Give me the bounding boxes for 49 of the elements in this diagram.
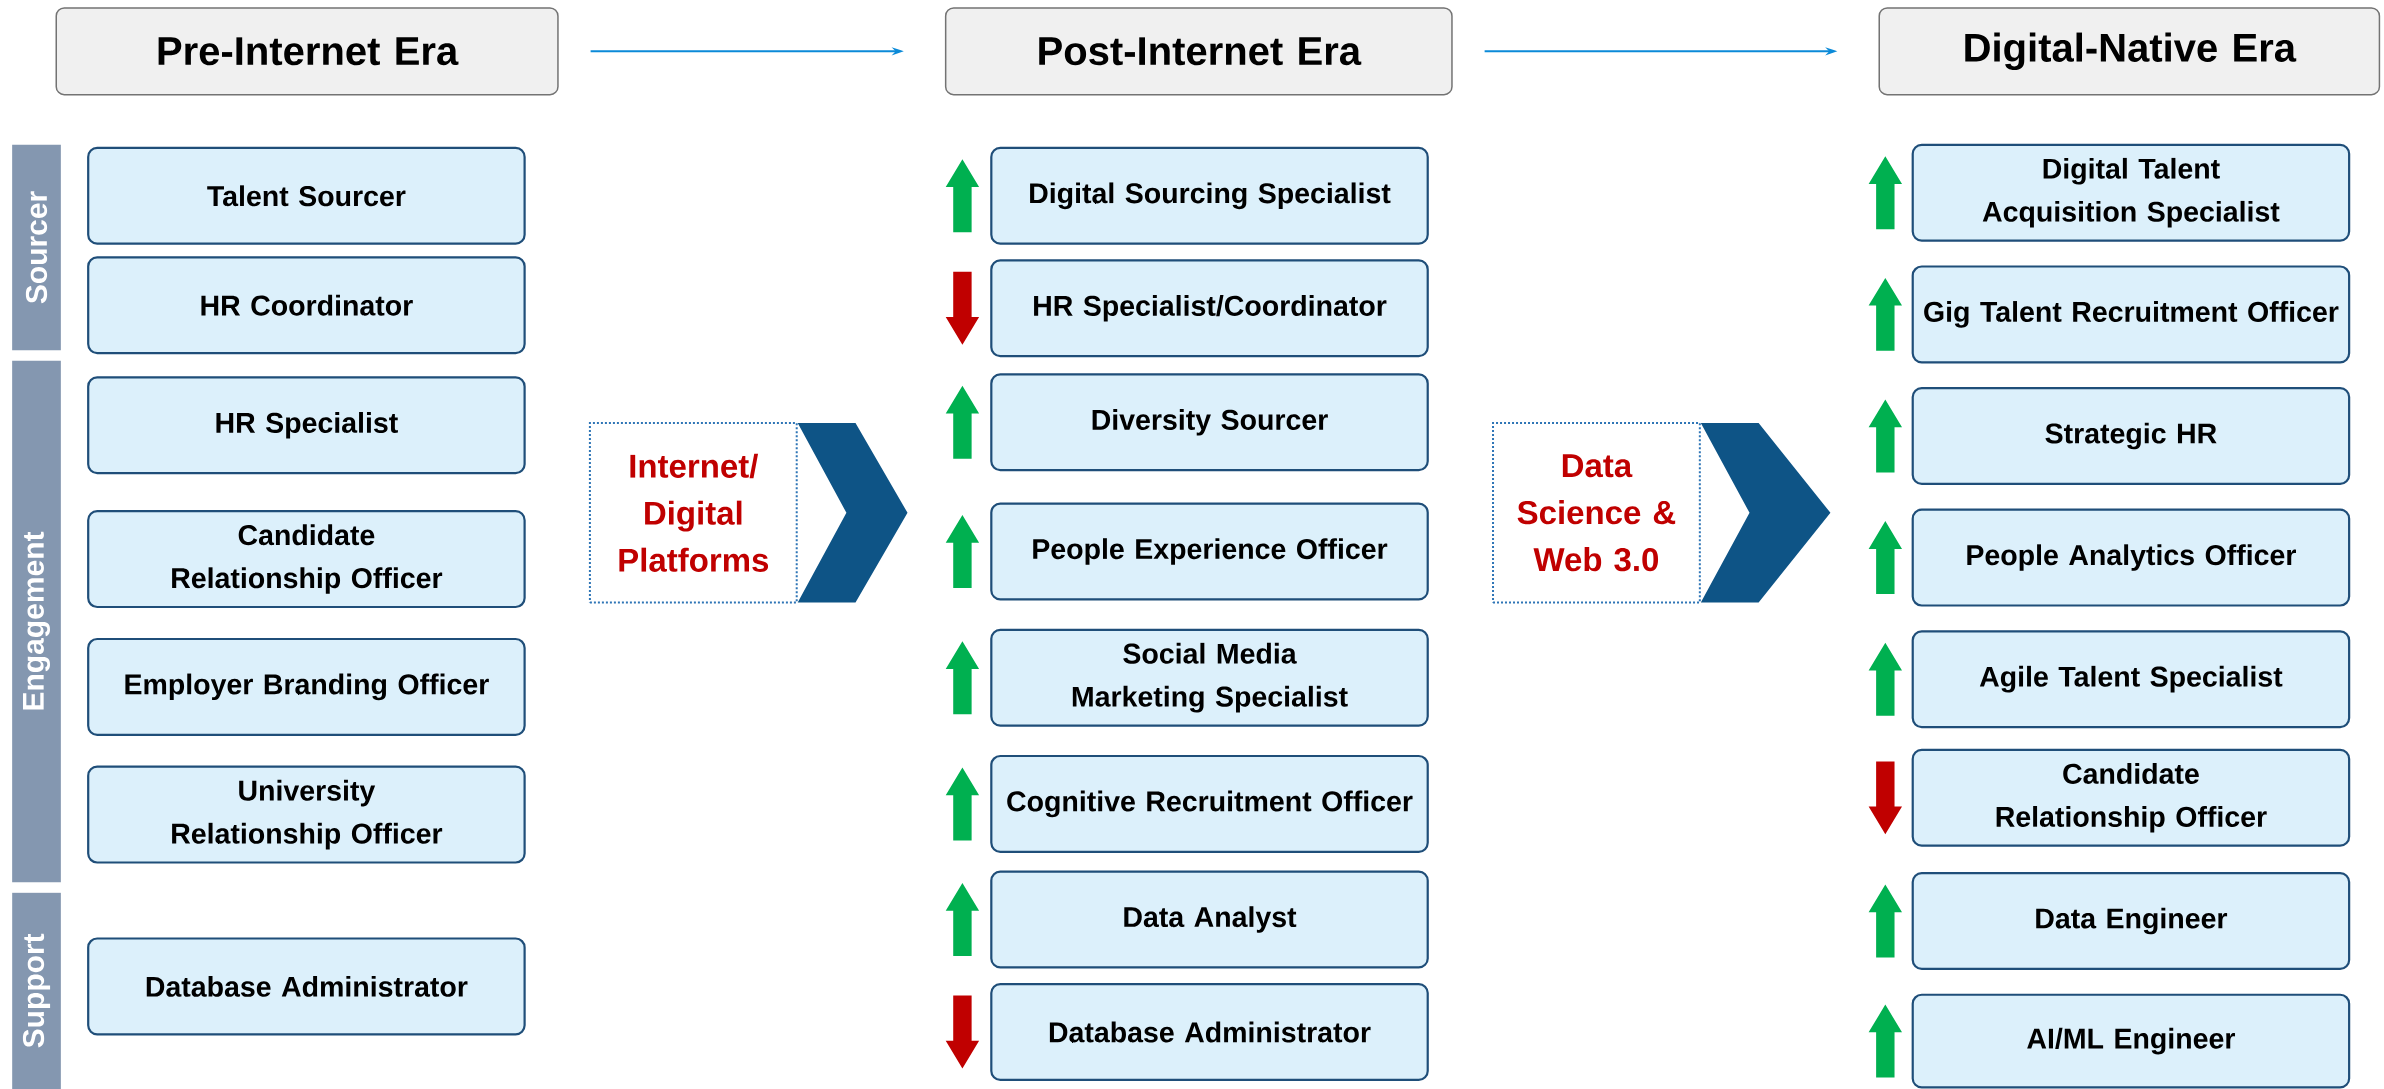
up-arrow-icon: [1868, 156, 1903, 230]
down-arrow-icon: [945, 995, 980, 1069]
role-box: Database Administrator: [87, 937, 526, 1036]
up-arrow-icon: [1868, 642, 1903, 716]
role-box: HR Coordinator: [87, 256, 526, 355]
down-arrow-icon: [945, 271, 980, 345]
up-arrow-icon: [945, 767, 980, 841]
transition-box: Data Science & Web 3.0: [1492, 422, 1701, 604]
down-arrow-icon: [1868, 761, 1903, 835]
role-box: HR Specialist/Coordinator: [990, 259, 1429, 358]
up-arrow-icon: [945, 515, 980, 588]
up-arrow-icon: [1868, 884, 1903, 958]
category-band: Engagement: [12, 360, 61, 883]
role-box: Cognitive Recruitment Officer: [990, 754, 1429, 853]
era-header-box: Post-Internet Era: [944, 7, 1453, 96]
up-arrow-icon: [945, 641, 980, 715]
role-box: Data Engineer: [1911, 872, 2351, 970]
category-band: Sourcer: [12, 144, 61, 351]
role-box: Candidate Relationship Officer: [1911, 748, 2351, 847]
chevron-arrow: [1700, 423, 1831, 603]
role-box: Data Analyst: [990, 870, 1429, 969]
role-box: Gig Talent Recruitment Officer: [1911, 265, 2351, 364]
up-arrow-icon: [1868, 399, 1903, 473]
role-box: Digital Sourcing Specialist: [990, 146, 1429, 245]
role-box: AI/ML Engineer: [1911, 993, 2351, 1089]
role-box: University Relationship Officer: [87, 765, 526, 864]
up-arrow-icon: [945, 159, 980, 233]
role-box: Talent Sourcer: [87, 146, 526, 245]
role-box: Employer Branding Officer: [87, 637, 526, 736]
up-arrow-icon: [945, 385, 980, 459]
role-box: Strategic HR: [1911, 387, 2351, 485]
role-box: HR Specialist: [87, 376, 526, 475]
role-box: Agile Talent Specialist: [1911, 630, 2351, 729]
role-box: People Experience Officer: [990, 502, 1429, 601]
transition-box: Internet/ Digital Platforms: [588, 422, 798, 604]
chevron-arrow: [797, 423, 908, 603]
era-header-box: Pre-Internet Era: [55, 7, 559, 96]
up-arrow-icon: [1868, 521, 1903, 595]
up-arrow-icon: [1868, 277, 1903, 351]
role-box: Database Administrator: [990, 983, 1429, 1081]
role-box: Candidate Relationship Officer: [87, 510, 526, 609]
era-header-box: Digital-Native Era: [1878, 7, 2381, 96]
role-box: Digital Talent Acquisition Specialist: [1911, 143, 2351, 242]
up-arrow-icon: [1868, 1004, 1903, 1078]
role-box: Diversity Sourcer: [990, 373, 1429, 472]
role-box: People Analytics Officer: [1911, 508, 2351, 607]
role-box: Social Media Marketing Specialist: [990, 628, 1429, 727]
up-arrow-icon: [945, 883, 980, 956]
category-band: Support: [12, 892, 61, 1089]
